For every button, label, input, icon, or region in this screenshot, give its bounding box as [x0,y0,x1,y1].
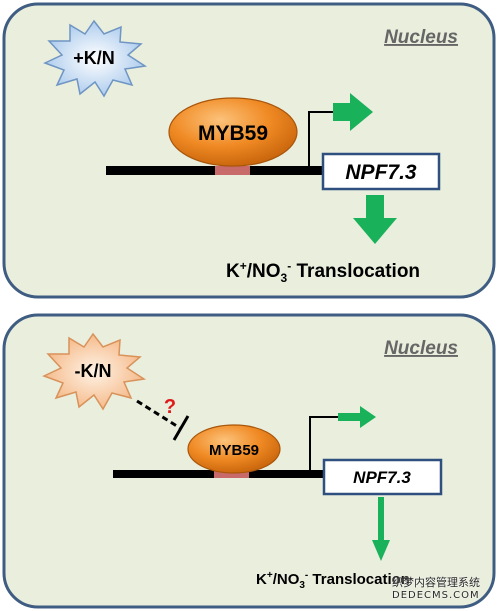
arrow-shaft [378,497,384,540]
tss-line [309,416,340,470]
starburst-shape [43,19,148,98]
question-mark: ? [164,396,176,418]
gene-label: NPF7.3 [345,161,417,184]
promoter-binding-site [215,166,250,175]
panel-plus-kn: Nucleus +K/N MYB59 NPF7.3 K+/NO3- Transl… [2,2,496,299]
gene-box-rect [322,458,443,496]
tss-line [308,111,335,166]
translocation-label: K+/NO3- Translocation [256,570,410,591]
condition-label: +K/N [73,48,115,68]
nucleus-label: Nucleus [384,27,458,48]
myb59-protein: MYB59 [187,424,281,474]
translocation-label: K+/NO3- Translocation [226,259,420,285]
inhibition-link: ? [136,396,190,441]
transcription-arrow [309,406,376,470]
watermark-line-2: DEDECMS.COM [392,590,480,601]
panel-minus-kn: Nucleus -K/N ? MYB59 NPF7.3 K+/ [2,313,496,609]
myb59-label: MYB59 [198,122,268,145]
gene-label: NPF7.3 [353,468,411,487]
condition-label: -K/N [75,361,112,381]
starburst-shape [42,332,147,411]
transcription-arrow [308,93,373,166]
green-arrow-down [372,497,390,561]
condition-burst: -K/N [42,332,147,411]
green-arrow-right [338,406,376,428]
watermark-line-1: 织梦内容管理系统 [392,576,480,589]
myb59-ellipse [168,97,298,167]
gene-box-rect [321,152,441,191]
inhibition-bar [172,415,190,441]
myb59-label: MYB59 [209,442,259,459]
myb59-ellipse [187,424,281,474]
gene-box: NPF7.3 [322,458,443,496]
green-arrow-down [353,195,397,244]
myb59-protein: MYB59 [168,97,298,167]
green-arrow-right [333,93,373,131]
condition-burst: +K/N [43,19,148,98]
arrow-head [372,540,390,561]
nucleus-label: Nucleus [384,338,458,359]
dashed-inhibition-line [136,399,181,430]
watermark: 织梦内容管理系统 DEDECMS.COM [392,576,480,602]
promoter-binding-site [214,470,249,478]
gene-box: NPF7.3 [321,152,441,191]
